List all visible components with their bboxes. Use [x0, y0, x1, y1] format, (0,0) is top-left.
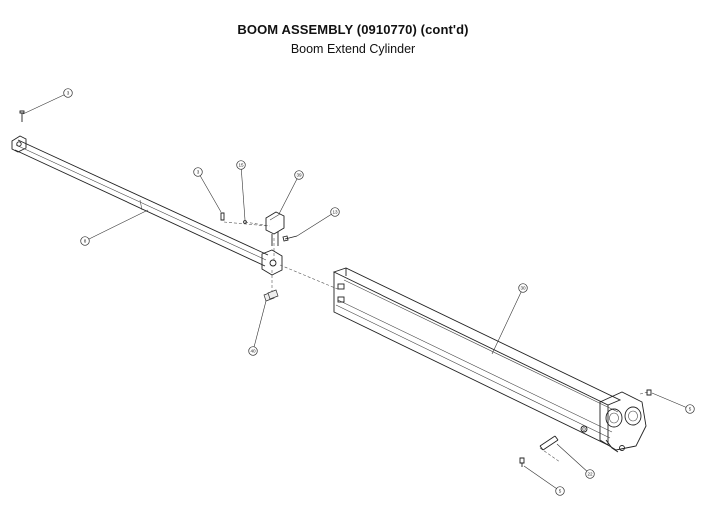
- svg-text:15: 15: [238, 163, 244, 168]
- callout-5-bottom: 5: [555, 486, 565, 496]
- cylinder-barrel: [332, 267, 647, 453]
- bolt-13: [282, 235, 298, 242]
- callout-3-top: 3: [63, 88, 73, 98]
- svg-text:8: 8: [84, 239, 87, 244]
- svg-text:30: 30: [520, 286, 526, 291]
- diagram-title: BOOM ASSEMBLY (0910770) (cont'd): [237, 22, 469, 37]
- callout-40: 40: [248, 346, 258, 356]
- svg-text:3: 3: [67, 91, 70, 96]
- callout-3-mid: 3: [193, 167, 203, 177]
- callout-8: 8: [80, 236, 90, 246]
- callout-13: 13: [330, 207, 340, 217]
- callout-5-right: 5: [685, 404, 695, 414]
- svg-text:5: 5: [689, 407, 692, 412]
- screw-5-bottom: [519, 457, 525, 467]
- svg-text:13: 13: [332, 210, 338, 215]
- callout-22: 22: [585, 469, 595, 479]
- cylinder-rod: [11, 135, 283, 276]
- clamp-bracket: [265, 211, 285, 246]
- svg-text:3: 3: [197, 170, 200, 175]
- callout-15: 15: [236, 160, 246, 170]
- set-screw-mid: [220, 212, 225, 221]
- svg-text:5: 5: [559, 489, 562, 494]
- svg-text:22: 22: [587, 472, 593, 477]
- bushing-40: [263, 289, 279, 302]
- pin-22: [539, 435, 559, 451]
- svg-text:39: 39: [296, 173, 302, 178]
- callout-30: 30: [518, 283, 528, 293]
- diagram-subtitle: Boom Extend Cylinder: [290, 42, 416, 56]
- screw-5-right: [646, 389, 652, 396]
- svg-text:40: 40: [250, 349, 256, 354]
- callout-39: 39: [294, 170, 304, 180]
- screw-top: [19, 110, 25, 122]
